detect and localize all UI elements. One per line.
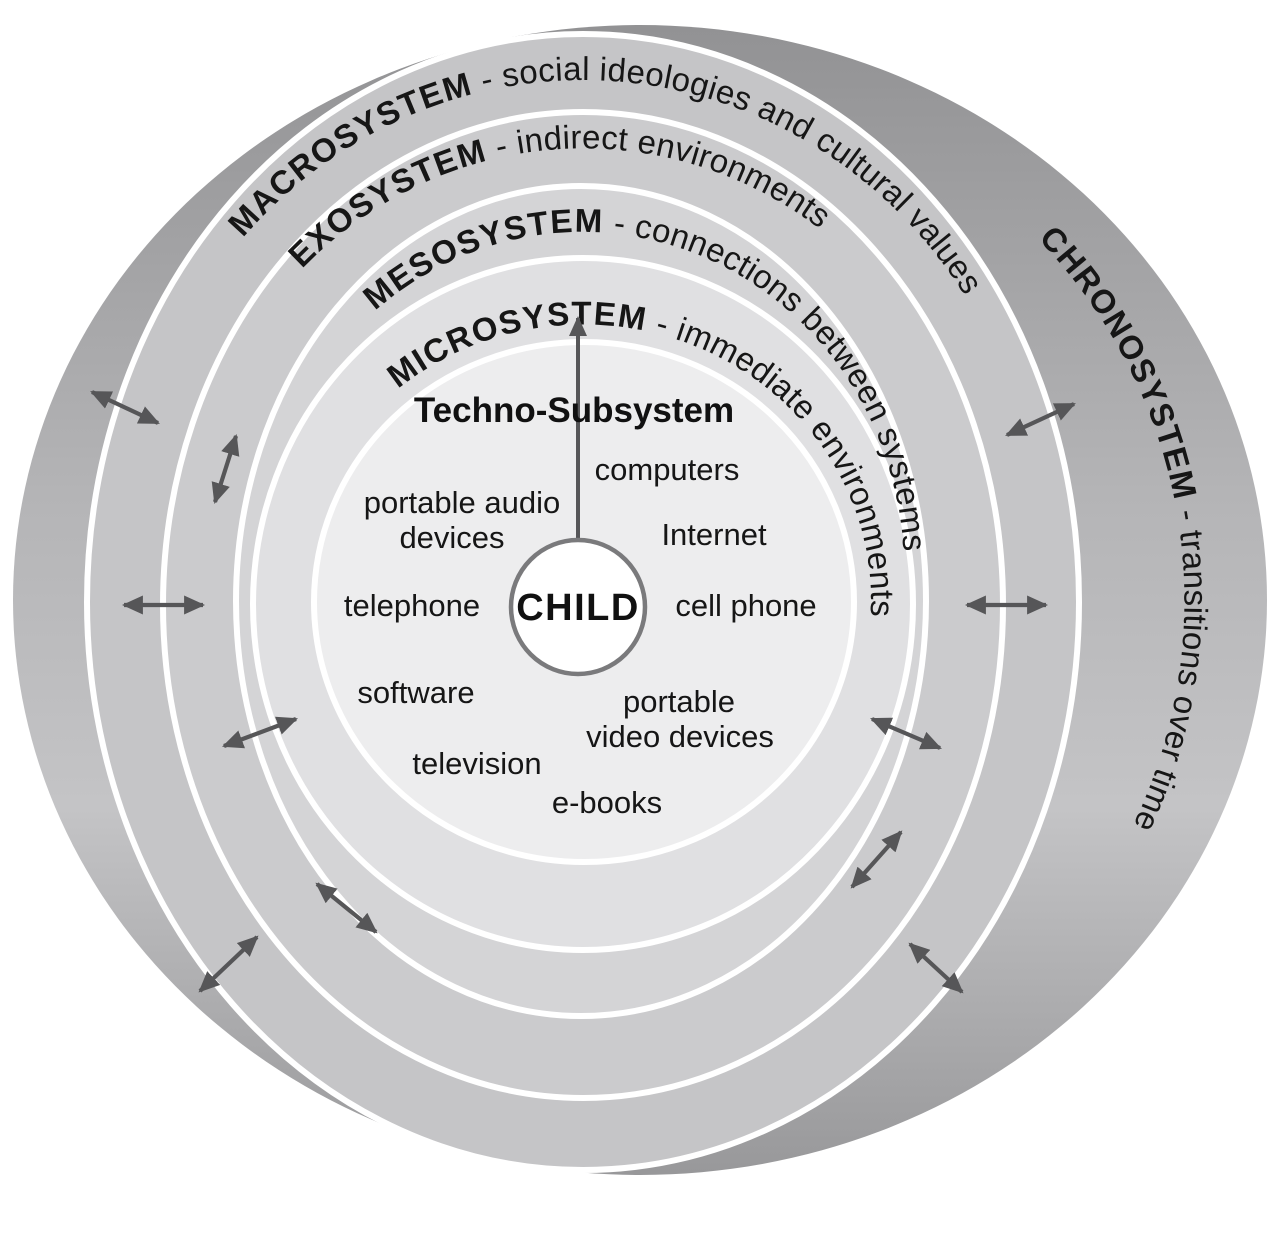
child-label: CHILD	[516, 587, 640, 629]
techno-item-internet: Internet	[661, 517, 767, 552]
child-circle	[508, 537, 648, 677]
exchange-arrow-lower-right-inner	[870, 717, 942, 750]
exchange-arrows-group	[90, 390, 1076, 994]
techno-item-portable-video-2: video devices	[586, 719, 774, 754]
techno-item-television: television	[412, 746, 541, 781]
techno-item-portable-audio-2: devices	[399, 520, 504, 555]
techno-item-ebooks: e-books	[552, 785, 662, 820]
exchange-arrow-bottom-right-outer	[908, 942, 964, 994]
exchange-arrow-upper-left-inner	[211, 433, 240, 505]
techno-subsystem-title: Techno-Subsystem	[414, 391, 734, 430]
exchange-arrow-bottom-left-inner	[315, 882, 378, 934]
techno-item-portable-audio-1: portable audio	[364, 485, 561, 520]
exchange-arrow-bottom-left-outer	[198, 935, 259, 993]
techno-item-computers: computers	[595, 452, 740, 487]
exchange-arrow-upper-left-outer	[90, 390, 160, 425]
techno-item-portable-video-1: portable	[623, 684, 735, 719]
techno-item-telephone: telephone	[344, 588, 480, 623]
exchange-arrow-upper-right-outer	[1005, 402, 1076, 437]
exchange-arrow-lower-left-inner	[222, 716, 298, 749]
exchange-arrow-bottom-right-middle	[850, 830, 903, 889]
techno-item-cell-phone: cell phone	[675, 588, 816, 623]
techno-item-software: software	[357, 675, 474, 710]
